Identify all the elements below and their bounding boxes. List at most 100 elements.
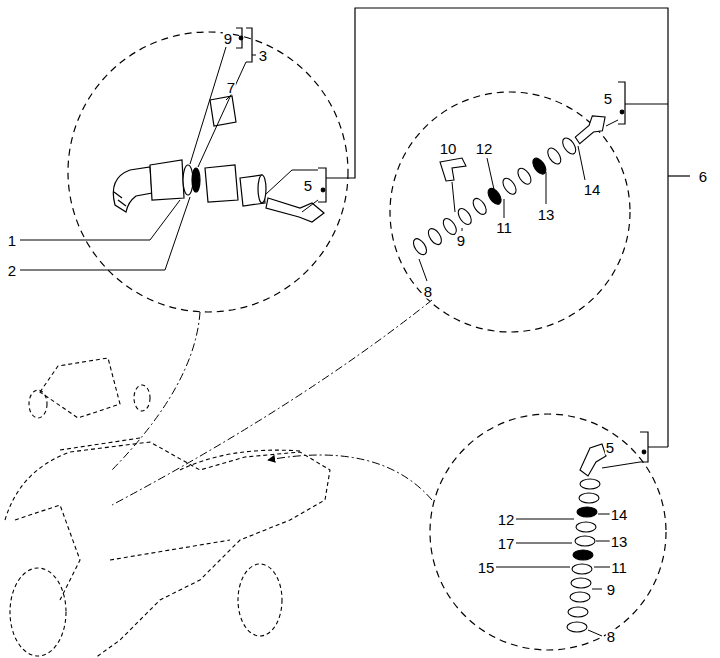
ring-part — [567, 622, 587, 632]
ring-part — [426, 226, 444, 247]
ring-part — [192, 168, 200, 192]
callout-number: 17 — [497, 536, 516, 551]
callout-number: 12 — [497, 512, 516, 527]
callout-number: 11 — [495, 220, 513, 235]
scooter-outline — [5, 358, 330, 658]
bracket — [618, 82, 668, 124]
callout-number: 10 — [439, 141, 458, 156]
callout-number: 9 — [456, 233, 466, 248]
leader-line — [596, 541, 610, 542]
callout-number: 14 — [610, 507, 629, 522]
housing-part — [205, 165, 238, 202]
leader-line — [190, 47, 226, 164]
leader-line — [598, 514, 610, 515]
callout-number: 11 — [610, 560, 628, 575]
ring-part — [485, 186, 503, 207]
location-line — [112, 312, 200, 470]
leader-lines — [20, 47, 640, 636]
ring-chain — [567, 444, 606, 632]
ring-part — [411, 236, 429, 257]
callout-number: 13 — [537, 207, 556, 222]
ring-chain — [409, 110, 612, 257]
leader-line — [452, 182, 455, 212]
callout-number: 1 — [7, 233, 17, 248]
ignition-switch-parts — [113, 96, 324, 222]
ring-part — [571, 578, 591, 588]
dot — [321, 188, 325, 192]
spring-part — [440, 158, 466, 181]
tag-part — [210, 96, 236, 126]
callout-number: 9 — [606, 582, 616, 597]
leader-line — [20, 200, 180, 240]
ring-part — [568, 607, 588, 617]
detail-circles — [68, 32, 666, 650]
callout-number: 5 — [303, 178, 313, 193]
ring-part — [456, 206, 474, 227]
windshield — [40, 358, 120, 418]
callout-number: 12 — [475, 141, 494, 156]
callout-number: 3 — [258, 48, 268, 63]
cylinder-part — [240, 175, 265, 206]
lock-chain-parts — [409, 110, 612, 632]
callout-number: 2 — [7, 263, 17, 278]
leader-line — [588, 630, 602, 636]
group-line — [326, 8, 668, 447]
ring-part — [470, 196, 488, 217]
ring-part — [580, 479, 600, 489]
leader-line — [504, 199, 505, 218]
callout-number: 7 — [226, 80, 236, 95]
leader-line — [226, 96, 230, 100]
leader-line — [578, 146, 585, 180]
leader-line — [462, 228, 463, 231]
connector-part — [113, 167, 152, 212]
key-part — [571, 110, 611, 145]
location-line — [112, 300, 432, 505]
callout-number: 14 — [583, 182, 602, 197]
callout-number: 8 — [423, 284, 433, 299]
callout-number: 15 — [477, 560, 496, 575]
floorboard — [110, 540, 230, 560]
callout-number: 8 — [606, 629, 616, 644]
fender — [15, 505, 80, 600]
mirror — [29, 390, 47, 418]
ring-part — [560, 136, 578, 157]
location-line — [268, 455, 432, 500]
rear-wheel — [238, 564, 282, 636]
bracket — [640, 432, 668, 462]
detail-circle — [430, 414, 666, 650]
dot — [642, 450, 646, 454]
bracket — [246, 28, 256, 62]
key-part — [580, 444, 606, 476]
leader-line — [302, 200, 318, 212]
ring-part — [579, 493, 599, 503]
hatch — [114, 192, 126, 206]
ring-part — [515, 166, 533, 187]
cylinder-end — [258, 175, 266, 203]
detail-circle — [390, 92, 630, 332]
callout-number: 9 — [223, 31, 233, 46]
leader-line — [266, 170, 318, 194]
ring-part — [577, 507, 597, 517]
mirror — [134, 385, 150, 411]
dot — [239, 36, 243, 40]
scooter-body — [5, 442, 330, 658]
ring-part — [570, 592, 590, 602]
leader-line — [592, 589, 602, 590]
bracket-tick — [668, 175, 690, 176]
leader-line — [20, 197, 190, 270]
ring-part — [500, 176, 518, 197]
ring-part — [545, 146, 563, 167]
bracket — [318, 168, 326, 202]
seat — [180, 450, 300, 470]
switch-body — [150, 160, 184, 200]
ring-part — [572, 564, 592, 574]
ring-part — [576, 522, 596, 532]
leader-line — [419, 259, 427, 281]
ring-part — [575, 536, 595, 546]
callout-number: 6 — [698, 169, 708, 184]
leader-line — [602, 462, 640, 468]
bracket — [236, 28, 242, 48]
dot — [620, 110, 624, 114]
